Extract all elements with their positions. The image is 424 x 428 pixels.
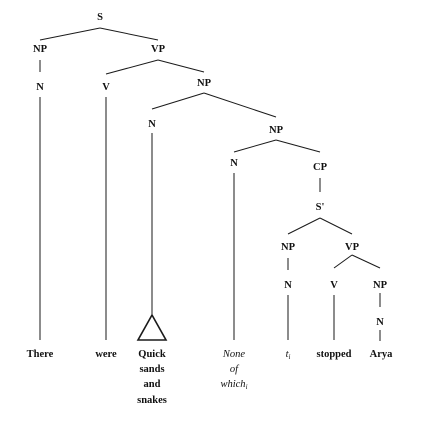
word-quick-line-3: and <box>144 379 161 390</box>
word-none-line-1: None <box>222 349 246 360</box>
trace-symbol: t <box>286 349 290 360</box>
node-n-5: N <box>376 317 384 328</box>
word-none-line-2: of <box>230 364 240 375</box>
tree-branches <box>39 27 381 341</box>
node-s-bar: S' <box>316 202 325 213</box>
node-n-3: N <box>230 158 238 169</box>
branch-vp1-np2 <box>157 59 205 73</box>
node-n-2: N <box>148 119 156 130</box>
branch-vp1-v1 <box>105 59 159 75</box>
node-n-1: N <box>36 82 44 93</box>
branch-vp2-np5 <box>351 254 381 269</box>
branch-sbar-vp2 <box>319 217 353 235</box>
constituent-triangle <box>136 313 168 341</box>
word-there: There <box>27 349 54 360</box>
branch-np2-n2 <box>151 92 205 110</box>
word-trace: ti <box>286 349 291 361</box>
node-cp: CP <box>313 162 328 173</box>
node-np-1: NP <box>33 44 48 55</box>
node-vp-1: VP <box>151 44 166 55</box>
branch-np3-cp <box>275 139 321 153</box>
branch-s-np <box>39 27 101 41</box>
index-subscript-trace: i <box>288 353 290 361</box>
node-labels: S NP N VP V NP N NP N CP S' NP N VP V NP… <box>33 12 388 328</box>
word-quick-line-1: Quick <box>138 349 166 360</box>
terminal-words: There were Quick sands and snakes None o… <box>27 349 393 406</box>
node-np-5: NP <box>373 280 388 291</box>
word-stopped: stopped <box>316 349 351 360</box>
branch-np2-np3 <box>203 92 277 118</box>
node-v-1: V <box>102 82 110 93</box>
node-np-2: NP <box>197 78 212 89</box>
branch-vp2-v2 <box>333 254 353 269</box>
branch-sbar-np4 <box>287 217 321 235</box>
node-np-4: NP <box>281 242 296 253</box>
word-arya: Arya <box>370 349 393 360</box>
node-n-4: N <box>284 280 292 291</box>
word-none-line-3: whichi <box>220 379 247 391</box>
word-quick-line-2: sands <box>139 364 164 375</box>
word-which: which <box>220 379 245 390</box>
branch-np3-n3 <box>233 139 277 153</box>
node-vp-2: VP <box>345 242 360 253</box>
branch-s-vp <box>99 27 159 41</box>
node-s-root: S <box>97 12 103 23</box>
node-np-3: NP <box>269 125 284 136</box>
word-quick-line-4: snakes <box>137 395 167 406</box>
word-were: were <box>95 349 117 360</box>
index-subscript-which: i <box>246 383 248 391</box>
node-v-2: V <box>330 280 338 291</box>
